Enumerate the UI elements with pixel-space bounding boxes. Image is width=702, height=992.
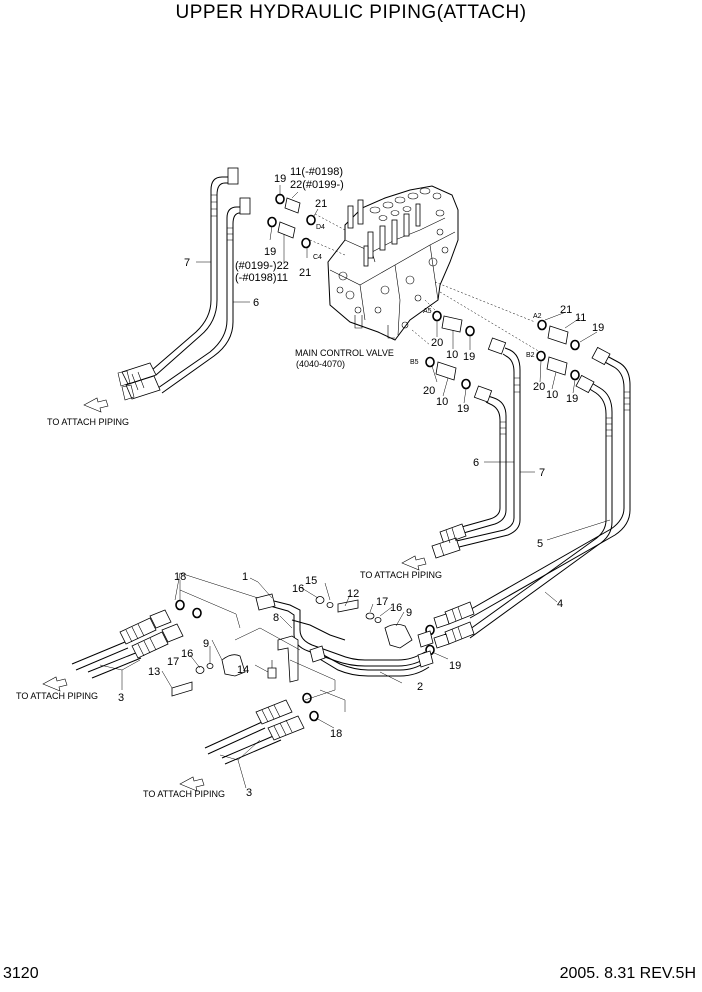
hose-upper-left (117, 167, 251, 401)
part-label-21: 21 (315, 198, 327, 210)
part-label-10: 10 (546, 389, 558, 401)
part-label-20: 20 (423, 385, 435, 397)
part-label-1: 1 (242, 571, 248, 583)
part-label-7: 7 (539, 467, 545, 479)
part-label-9: 9 (406, 607, 412, 619)
hose-left-lower (71, 589, 241, 679)
arrow-to-attach-piping-center (401, 555, 427, 571)
part-label-19: 19 (274, 173, 286, 185)
part-label-6: 6 (253, 297, 259, 309)
part-label-13: 13 (148, 666, 160, 678)
part-label-19: 19 (566, 393, 578, 405)
part-label-21: 21 (560, 304, 572, 316)
part-label-16: 16 (181, 648, 193, 660)
part-label-21: 21 (299, 267, 311, 279)
part-label-11: 11 (575, 312, 586, 324)
part-label-15: 15 (305, 575, 317, 587)
part-label-8: 8 (273, 612, 279, 624)
clamp-parts (171, 596, 413, 697)
to-attach-piping-upper-left: TO ATTACH PIPING (47, 417, 129, 427)
arrow-to-attach-piping-upper-left (83, 397, 109, 413)
hose-right-long (433, 346, 631, 649)
part-label-7: 7 (184, 257, 190, 269)
part-label-11-serial: 11(-#0198) (290, 166, 343, 178)
part-label-3: 3 (118, 692, 124, 704)
part-label-10: 10 (446, 349, 458, 361)
part-label-17: 17 (167, 656, 179, 668)
page-title: UPPER HYDRAULIC PIPING(ATTACH) (175, 2, 527, 23)
part-label-20: 20 (533, 381, 545, 393)
part-label-17: 17 (376, 596, 388, 608)
part-label-22-serial: 22(#0199-) (290, 179, 344, 191)
to-attach-piping-left: TO ATTACH PIPING (16, 691, 98, 701)
port-label-b5: B5 (410, 359, 419, 366)
hose-bottom-center (204, 699, 305, 765)
part-label-12: 12 (347, 588, 359, 600)
main-control-valve-label: MAIN CONTROL VALVE (295, 348, 394, 358)
port-label-a5: A5 (423, 308, 432, 315)
part-label-18: 18 (174, 571, 186, 583)
port-label-d4: D4 (316, 224, 325, 231)
part-label-11-serial: (-#0198)11 (235, 272, 288, 284)
part-label-3: 3 (246, 787, 252, 799)
main-control-valve-range: (4040-4070) (296, 359, 345, 369)
part-label-14: 14 (237, 664, 249, 676)
part-label-2: 2 (417, 681, 423, 693)
arrow-to-attach-piping-left (42, 676, 68, 692)
part-label-19: 19 (449, 660, 461, 672)
hose-right-center (431, 337, 521, 559)
revision-date: 2005. 8.31 REV.5H (559, 965, 696, 982)
to-attach-piping-bottom: TO ATTACH PIPING (143, 789, 225, 799)
port-label-b2: B2 (526, 352, 535, 359)
port-label-a2: A2 (533, 313, 542, 320)
page-number: 3120 (3, 965, 39, 982)
arrow-to-attach-piping-bottom (179, 776, 205, 792)
part-label-5: 5 (537, 538, 543, 550)
part-label-18: 18 (330, 728, 342, 740)
part-label-19: 19 (264, 246, 276, 258)
leader-lines (99, 185, 611, 789)
part-label-19: 19 (463, 351, 475, 363)
port-label-c4: C4 (313, 254, 322, 261)
part-label-9: 9 (203, 638, 209, 650)
part-label-20: 20 (431, 337, 443, 349)
part-label-16: 16 (292, 583, 304, 595)
part-label-19: 19 (592, 322, 604, 334)
part-label-16: 16 (390, 602, 402, 614)
part-label-4: 4 (557, 598, 563, 610)
part-label-19: 19 (457, 403, 469, 415)
to-attach-piping-center: TO ATTACH PIPING (360, 570, 442, 580)
part-label-6: 6 (473, 457, 479, 469)
lower-pipes (255, 593, 434, 677)
main-control-valve (327, 185, 459, 341)
part-label-22-serial: (#0199-)22 (235, 260, 289, 272)
part-label-10: 10 (436, 396, 448, 408)
